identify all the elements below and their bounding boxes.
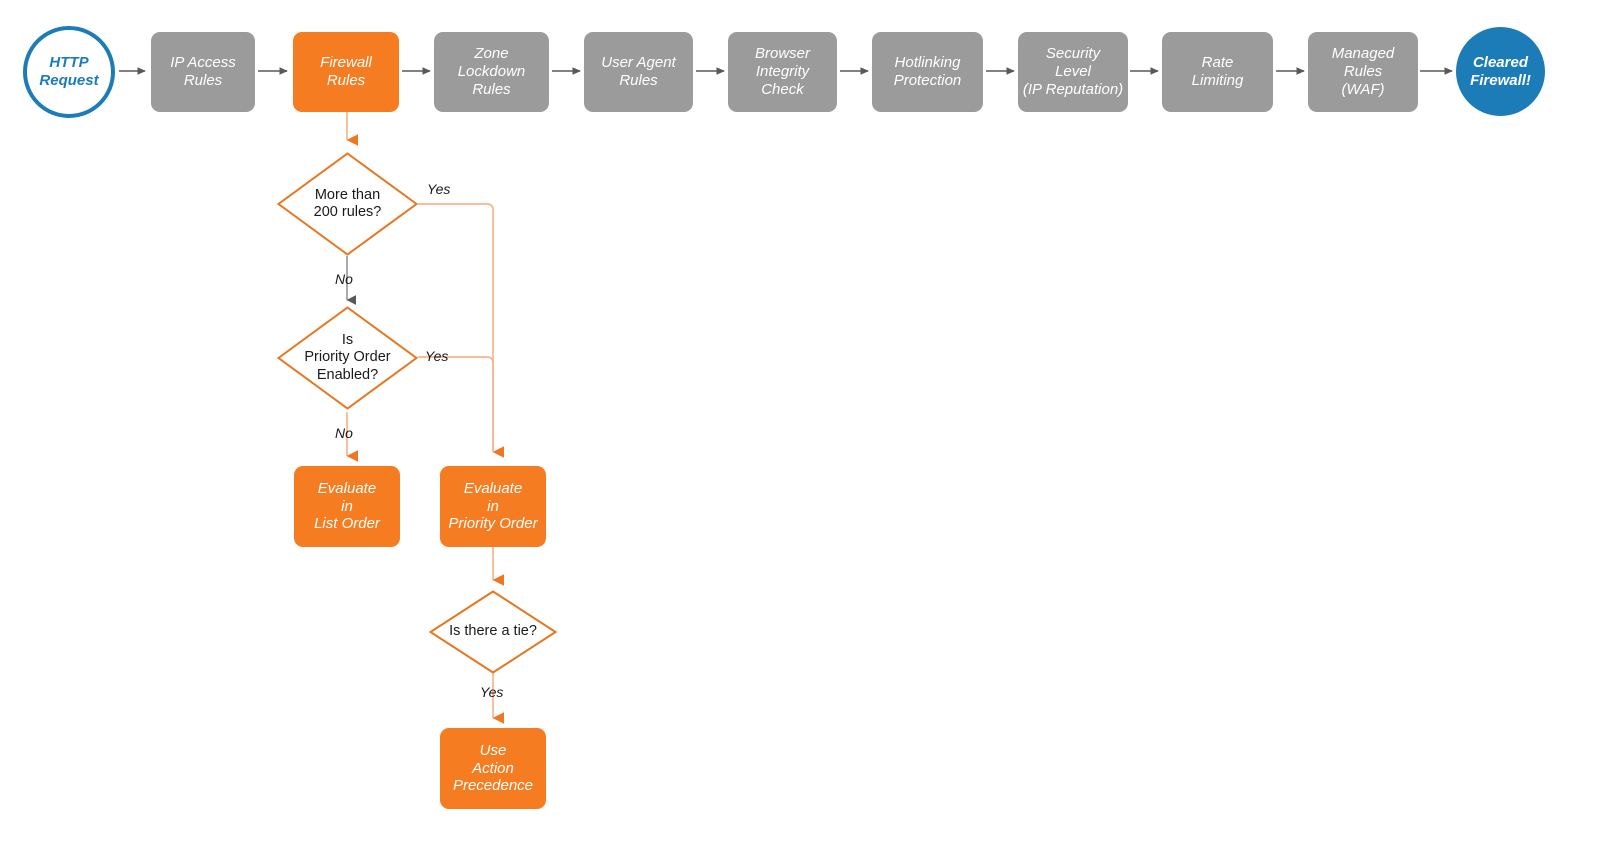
diamond-shape xyxy=(276,306,419,410)
edge-label-more-than-200-no: No xyxy=(335,271,353,287)
node-browser-integrity-check[interactable]: Browser Integrity Check xyxy=(728,32,837,112)
node-evaluate-in-list-order[interactable]: Evaluate in List Order xyxy=(294,466,400,547)
diamond-shape xyxy=(276,152,419,256)
edge-label-priority-order-no: No xyxy=(335,425,353,441)
node-cleared-firewall[interactable]: Cleared Firewall! xyxy=(1456,27,1545,116)
decision-is-priority-order-enabled[interactable]: Is Priority Order Enabled? xyxy=(276,306,419,410)
edge-label-priority-order-yes: Yes xyxy=(425,348,449,364)
node-zone-lockdown-rules[interactable]: Zone Lockdown Rules xyxy=(434,32,549,112)
node-rate-limiting[interactable]: Rate Limiting xyxy=(1162,32,1273,112)
decision-label: Is Priority Order Enabled? xyxy=(304,331,391,383)
node-ip-access-rules[interactable]: IP Access Rules xyxy=(151,32,255,112)
decision-label: Is there a tie? xyxy=(449,623,537,640)
decision-is-there-a-tie[interactable]: Is there a tie? xyxy=(428,590,558,674)
node-hotlinking-protection[interactable]: Hotlinking Protection xyxy=(872,32,983,112)
edge-priority-order-yes xyxy=(418,356,494,452)
diamond-shape xyxy=(428,590,558,674)
node-http-request[interactable]: HTTP Request xyxy=(23,26,115,118)
node-managed-rules-waf[interactable]: Managed Rules (WAF) xyxy=(1308,32,1418,112)
node-firewall-rules[interactable]: Firewall Rules xyxy=(293,32,399,112)
edge-label-tie-yes: Yes xyxy=(480,684,504,700)
edge-more-than-200-yes xyxy=(418,203,504,458)
node-evaluate-in-priority-order[interactable]: Evaluate in Priority Order xyxy=(440,466,546,547)
decision-more-than-200-rules[interactable]: More than 200 rules? xyxy=(276,152,419,256)
node-user-agent-rules[interactable]: User Agent Rules xyxy=(584,32,693,112)
node-security-level[interactable]: Security Level (IP Reputation) xyxy=(1018,32,1128,112)
edge-label-more-than-200-yes: Yes xyxy=(427,181,451,197)
decision-label: More than 200 rules? xyxy=(313,186,382,220)
node-use-action-precedence[interactable]: Use Action Precedence xyxy=(440,728,546,809)
